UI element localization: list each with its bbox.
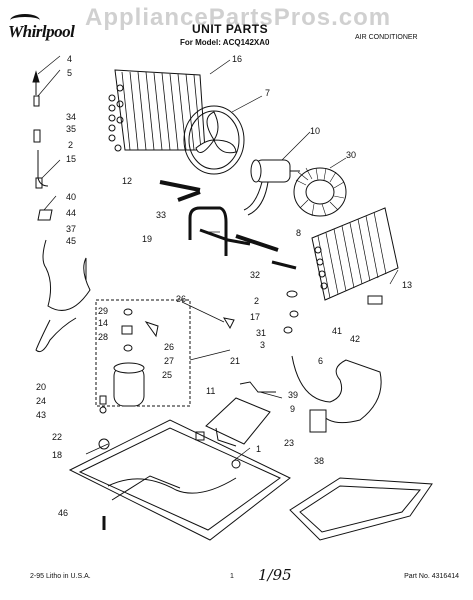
footer-litho: 2-95 Litho in U.S.A. (30, 573, 91, 580)
condenser-coil (108, 69, 206, 152)
callout-label: 15 (66, 154, 76, 164)
left-components (32, 70, 91, 353)
callout-label: 11 (206, 386, 215, 396)
callout-label: 2 (254, 296, 259, 306)
callout-label: 45 (66, 236, 76, 246)
wire-harness (291, 355, 382, 433)
callout-label: 8 (296, 228, 301, 238)
callout-numbers: 4 5 16 7 34 35 2 15 10 30 12 40 44 37 45… (36, 54, 412, 518)
callout-label: 28 (98, 332, 108, 342)
evaporator-coil (311, 207, 399, 301)
callout-label: 3 (260, 340, 265, 350)
callout-label: 35 (66, 124, 76, 134)
callout-label: 6 (318, 356, 323, 366)
callout-label: 5 (67, 68, 72, 78)
callout-label: 36 (176, 294, 186, 304)
callout-label: 9 (290, 404, 295, 414)
callout-label: 27 (164, 356, 174, 366)
callout-label: 22 (52, 432, 62, 442)
callout-label: 19 (142, 234, 152, 244)
compressor (95, 299, 191, 407)
base-pan (68, 419, 291, 541)
callout-label: 33 (156, 210, 166, 220)
callout-label: 21 (230, 356, 240, 366)
callout-label: 13 (402, 280, 412, 290)
callout-label: 14 (98, 318, 108, 328)
page-title: UNIT PARTS (192, 22, 269, 36)
footer-page-number: 1 (230, 573, 234, 580)
callout-label: 7 (265, 88, 270, 98)
callout-label: 30 (346, 150, 356, 160)
watermark: AppliancePartsPros.com (85, 4, 392, 31)
fan-motor (243, 159, 300, 216)
leader-lines (37, 55, 399, 463)
brand-swoosh-icon (10, 14, 40, 27)
callout-label: 16 (232, 54, 242, 64)
callout-label: 41 (332, 326, 342, 336)
callout-label: 12 (122, 176, 132, 186)
misc-hardware (99, 290, 383, 530)
callout-label: 23 (284, 438, 294, 448)
callout-label: 2 (68, 140, 73, 150)
callout-label: 25 (162, 370, 172, 380)
callout-label: 4 (67, 54, 72, 64)
handwritten-note: 1/95 (258, 566, 292, 584)
callout-label: 26 (164, 342, 174, 352)
callout-label: 20 (36, 382, 46, 392)
callout-label: 37 (66, 224, 76, 234)
callout-label: 40 (66, 192, 76, 202)
brand-logo: Whirlpool (8, 22, 75, 41)
footer-part-number: Part No. 4316414 (404, 573, 459, 580)
callout-label: 42 (350, 334, 360, 344)
callout-label: 38 (314, 456, 324, 466)
tubing (159, 180, 297, 270)
drain-pan (289, 477, 433, 541)
callout-label: 44 (66, 208, 76, 218)
callout-label: 1 (256, 444, 261, 454)
callout-label: 17 (250, 312, 260, 322)
callout-label: 39 (288, 390, 298, 400)
callout-label: 43 (36, 410, 46, 420)
fan-orifice (183, 105, 245, 175)
callout-label: 46 (58, 508, 68, 518)
callout-label: 24 (36, 396, 46, 406)
callout-label: 18 (52, 450, 62, 460)
callout-label: 29 (98, 306, 108, 316)
callout-label: 10 (310, 126, 320, 136)
callout-label: 32 (250, 270, 260, 280)
blower-wheel (293, 167, 347, 217)
section-label: AIR CONDITIONER (355, 34, 418, 41)
callout-label: 34 (66, 112, 76, 122)
model-label: For Model: ACQ142XA0 (180, 38, 270, 47)
bracket-assembly (195, 381, 276, 447)
callout-label: 31 (256, 328, 266, 338)
header: Whirlpool UNIT PARTS For Model: ACQ142XA… (0, 8, 473, 48)
